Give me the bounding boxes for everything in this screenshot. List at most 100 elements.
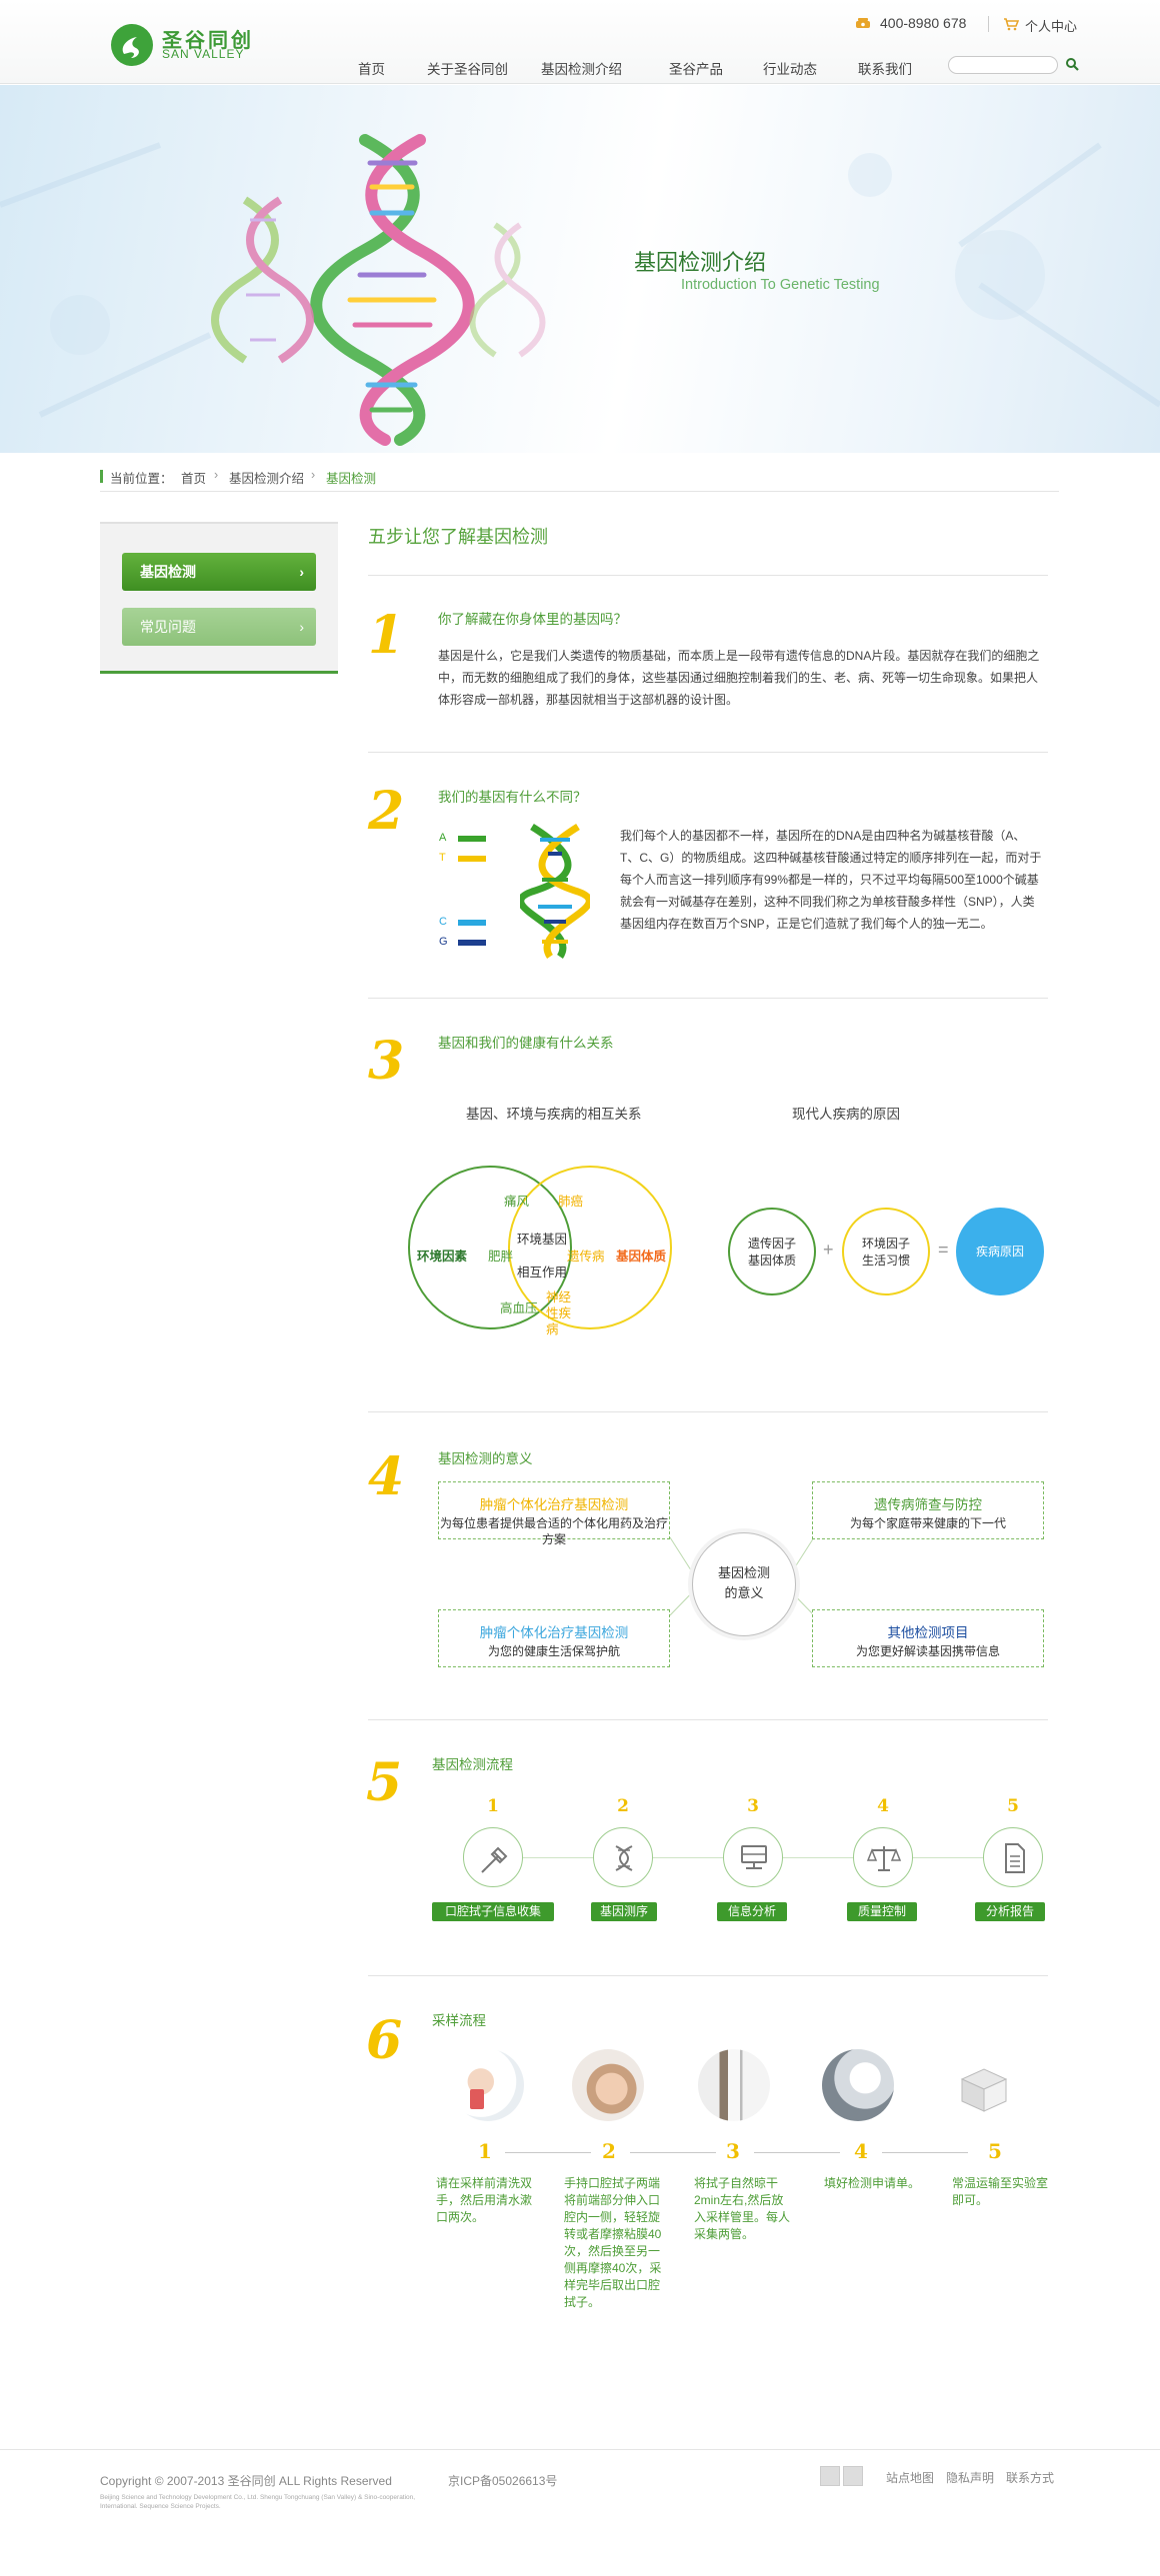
qr-code-icon [843,2466,863,2486]
step-number: 2 [368,781,405,842]
venn-circle-genes [508,1166,672,1329]
flow-step-quality [853,1827,913,1887]
search-icon[interactable] [1065,57,1079,71]
step-title: 你了解藏在你身体里的基因吗？ [438,612,627,627]
logo-english-text[interactable]: SAN VALLEY [162,47,245,61]
meaning-box-tumor: 肿瘤个体化治疗基因检测 为每位患者提供最合适的个体化用药及治疗方案 [438,1481,670,1546]
venn-item: 肥胖 [488,1250,514,1264]
cause-title: 现代人疾病的原因 [792,1107,900,1122]
sidebar: 基因检测 › 常见问题 › [100,522,338,674]
flow-connector [912,1857,1008,1858]
logo-mark-icon[interactable] [111,24,153,66]
cause-genetic-line1: 遗传因子 [747,1237,796,1251]
header-divider [988,16,989,32]
sample-arrow [754,2152,840,2153]
breadcrumb-marker [100,470,103,483]
step-number: 3 [368,1031,405,1092]
user-center-link[interactable]: 个人中心 [1025,19,1078,34]
sample-photo-form [822,2049,894,2121]
flow-label-quality: 质量控制 [847,1902,917,1921]
base-bar-c [458,920,486,926]
step-number: 1 [368,605,405,666]
sample-arrow [882,2152,968,2153]
meaning-box-title: 肿瘤个体化治疗基因检测 [479,1625,629,1640]
sample-arrow [505,2152,591,2153]
nav-contact[interactable]: 联系我们 [858,62,912,77]
sidebar-item-faq[interactable]: 常见问题 › [122,608,316,646]
flow-number: 3 [747,1796,759,1816]
step-text: 基因是什么，它是我们人类遗传的物质基础，而本质上是一段带有遗传信息的DNA片段。… [438,649,1040,707]
breadcrumb-divider [100,491,1059,492]
site-header: 圣谷同创 SAN VALLEY 400-8980 678 个人中心 首页 关于圣… [0,0,1160,84]
section-divider [368,1975,1048,1976]
sidebar-item-genetic-testing[interactable]: 基因检测 › [122,553,316,591]
flow-label-report: 分析报告 [975,1902,1045,1921]
cause-environment-line2: 生活习惯 [861,1254,910,1268]
banner-subtitle: Introduction To Genetic Testing [681,277,880,293]
rinse-illustration [470,2089,484,2109]
footer-copyright: Copyright © 2007-2013 圣谷同创 ALL Rights Re… [100,2474,392,2488]
nav-about[interactable]: 关于圣谷同创 [427,62,508,77]
sidebar-item-label: 常见问题 [140,619,196,635]
sample-step-text: 手持口腔拭子两端将前端部分伸入口腔内一侧，轻轻旋转或者摩擦粘膜40次，然后换至另… [564,2176,662,2309]
venn-item: 肺癌 [558,1195,584,1209]
section-divider [368,752,1048,753]
step-title: 基因检测的意义 [438,1451,533,1466]
meaning-box-hereditary: 遗传病筛查与防控 为每个家庭带来健康的下一代 [812,1481,1044,1539]
sample-photo-box [948,2049,1020,2121]
breadcrumb-home[interactable]: 首页 [181,472,207,486]
sample-step-text: 请在采样前清洗双手，然后用清水漱口两次。 [436,2176,533,2224]
flow-connector [522,1857,618,1858]
footer-contact-link[interactable]: 联系方式 [1006,2471,1055,2485]
phone-icon [856,18,870,28]
package-illustration [960,2068,1008,2112]
logo-text[interactable]: 圣谷同创 [162,30,254,52]
dna-icon [615,1845,633,1871]
footer-icp[interactable]: 京ICP备05026613号 [448,2474,558,2488]
sample-number: 4 [854,2139,868,2163]
venn-item: 高血压 [500,1301,538,1315]
nav-news[interactable]: 行业动态 [763,62,817,77]
cause-genetic-line2: 基因体质 [747,1254,796,1268]
venn-item: 神经性疾病 [546,1290,572,1336]
banner-title: 基因检测介绍 [634,250,767,275]
breadcrumb-genetic-intro[interactable]: 基因检测介绍 [229,472,305,486]
flow-step-analysis [723,1827,783,1887]
venn-item: 遗传病 [567,1250,605,1264]
scale-icon [866,1846,902,1871]
step-title: 基因和我们的健康有什么关系 [438,1036,614,1051]
banner-artwork [0,134,1160,446]
equals-sign: = [938,1240,949,1260]
section-divider [368,1411,1048,1412]
footer-sitemap-link[interactable]: 站点地图 [886,2471,935,2485]
page-title: 五步让您了解基因检测 [368,527,548,547]
section-divider [368,998,1048,999]
nav-products[interactable]: 圣谷产品 [669,62,723,77]
footer-privacy-link[interactable]: 隐私声明 [946,2471,995,2485]
search-input[interactable] [948,56,1058,74]
nav-genetic-testing[interactable]: 基因检测介绍 [541,62,622,77]
base-label-a: A [439,832,447,844]
nav-home[interactable]: 首页 [358,62,385,77]
flow-number: 5 [1007,1796,1019,1816]
footer-divider [0,2449,1160,2450]
chevron-right-icon: › [299,564,304,580]
server-icon [741,1845,767,1869]
meaning-box-tumor-health: 肿瘤个体化治疗基因检测 为您的健康生活保驾护航 [438,1609,670,1667]
cart-icon[interactable] [1003,17,1019,31]
flow-connector [652,1857,748,1858]
meaning-box-desc: 为每位患者提供最合适的个体化用药及治疗方案 [439,1516,668,1546]
dna-helix-icon [520,824,590,959]
breadcrumb-separator: › [214,468,219,482]
section-divider [368,575,1048,576]
breadcrumb-current: 基因检测 [326,472,377,486]
meaning-center-line1: 基因检测 [717,1565,770,1580]
sample-photo-rinse [452,2049,524,2121]
venn-center-label: 相互作用 [517,1266,568,1280]
step-title: 我们的基因有什么不同？ [438,790,587,805]
sample-photo-swab [572,2049,644,2121]
flow-connector [782,1857,878,1858]
meaning-box-desc: 为您更好解读基因携带信息 [855,1644,1000,1658]
dropper-icon [481,1846,508,1873]
sample-number: 2 [602,2139,616,2163]
